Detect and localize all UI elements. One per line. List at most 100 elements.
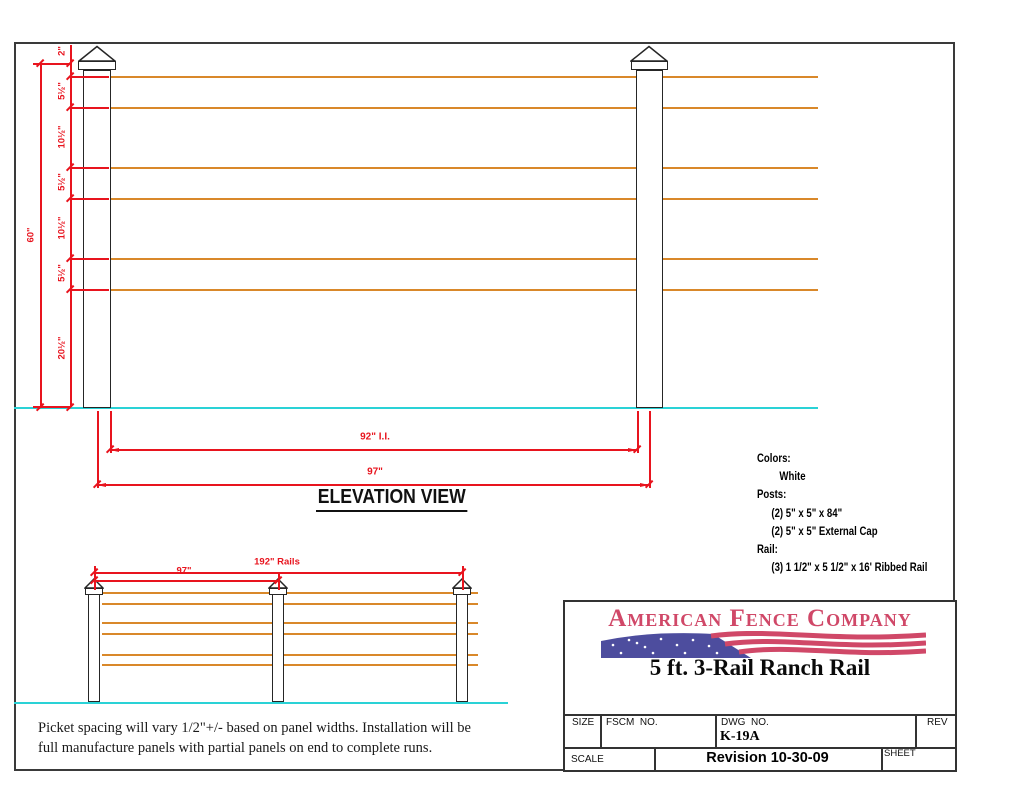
fscm-label: FSCM NO. [606,717,658,728]
rail-line [102,654,272,656]
dim-ext [33,63,71,65]
rail-line [111,76,636,78]
fence-post-left [83,70,111,408]
rail-line [102,603,272,605]
note-line-1: Picket spacing will vary 1/2"+/- based o… [38,720,471,736]
rail-line [468,622,478,624]
rail-line [284,633,456,635]
post-cap-peak [78,45,116,62]
rail-line [284,622,456,624]
dim-ext [462,566,464,590]
dim-arrow [628,448,637,452]
dim-label-inside-width: 92" I.I. [360,431,390,443]
dim-ext [70,107,109,109]
dim-label-rail: 5½" [56,173,68,191]
rail-line [468,664,478,666]
installation-note: Picket spacing will vary 1/2"+/- based o… [38,718,471,758]
rail-line [468,654,478,656]
sheet-border [14,42,955,771]
rail-line [111,289,636,291]
dim-ext [110,411,112,453]
size-label: SIZE [572,717,595,728]
rail-line [468,592,478,594]
spec-colors-value: White [779,469,806,484]
scale-label: SCALE [571,754,604,765]
dim-label-gap: 10½" [56,216,68,240]
dim-arrow [110,448,119,452]
dim-ext [70,76,109,78]
spec-posts-item: (2) 5" x 5" x 84" [771,505,843,520]
spec-list: Colors: White Posts: (2) 5" x 5" x 84" (… [757,449,927,576]
rail-line [284,654,456,656]
revision-text: Revision 10-30-09 [706,750,829,766]
rail-line [663,198,818,200]
rail-line [111,198,636,200]
dim-line-60 [40,63,42,407]
dim-line-97 [97,484,649,486]
dim-ext [70,289,109,291]
rail-line [663,289,818,291]
spec-posts-label: Posts: [757,487,787,502]
dim-ext [33,406,71,408]
fence-post-right [636,70,663,408]
rail-line [111,167,636,169]
rail-line [102,633,272,635]
rev-label: REV [927,717,948,728]
spec-posts-item: (2) 5" x 5" External Cap [771,523,878,538]
table-line [715,714,717,747]
dim-label-panel-span: 97" [176,565,192,577]
dim-ext [97,411,99,488]
dim-label-bottom: 20½" [56,336,68,360]
dim-ext [70,198,109,200]
rail-line [663,167,818,169]
spec-colors-label: Colors: [757,451,791,465]
rail-line [111,107,636,109]
dwg-label: DWG NO. [721,717,769,728]
rail-line [102,664,272,666]
rail-line [468,633,478,635]
dim-label-cap: 2" [56,46,68,56]
title-block: American Fence Company 5 ft. 3-Rail Ranc… [563,600,957,772]
ground-line [14,407,818,409]
dim-ext [70,167,109,169]
sheet-label: SHEET [884,748,916,759]
rail-line [663,107,818,109]
dim-ext [278,574,280,590]
product-title: 5 ft. 3-Rail Ranch Rail [649,655,871,680]
dim-chain-line [70,45,72,407]
fence-post [88,594,100,702]
dim-line-92 [110,449,637,451]
table-line [915,714,917,747]
fence-post [272,594,284,702]
rail-line [284,592,456,594]
spec-rail-label: Rail: [757,542,778,557]
company-name: American Fence Company [608,605,912,632]
rail-line [284,664,456,666]
dim-arrow [640,483,649,487]
dim-line-97-lower [94,580,278,582]
table-line [565,747,955,749]
rail-line [102,592,272,594]
dim-label-rail: 5½" [56,264,68,282]
dim-ext [637,411,639,453]
dim-arrow [97,483,106,487]
note-line-2: full manufacture panels with partial pan… [38,740,433,756]
table-line [881,747,883,772]
ground-line [14,702,508,704]
dim-label-rails-length: 192" Rails [254,556,300,568]
table-line [565,714,955,716]
dim-label-total-height: 60" [25,227,37,243]
dwg-number: K-19A [720,729,760,744]
fence-post [456,594,468,702]
dim-label-post-spacing: 97" [367,466,383,478]
rail-line [284,603,456,605]
post-cap-band [631,61,668,70]
rail-line [663,258,818,260]
dim-line-192 [94,572,462,574]
post-cap-band [78,61,116,70]
flag-logo [601,631,926,658]
post-cap-peak [630,45,668,62]
table-line [654,747,656,772]
rail-line [663,76,818,78]
